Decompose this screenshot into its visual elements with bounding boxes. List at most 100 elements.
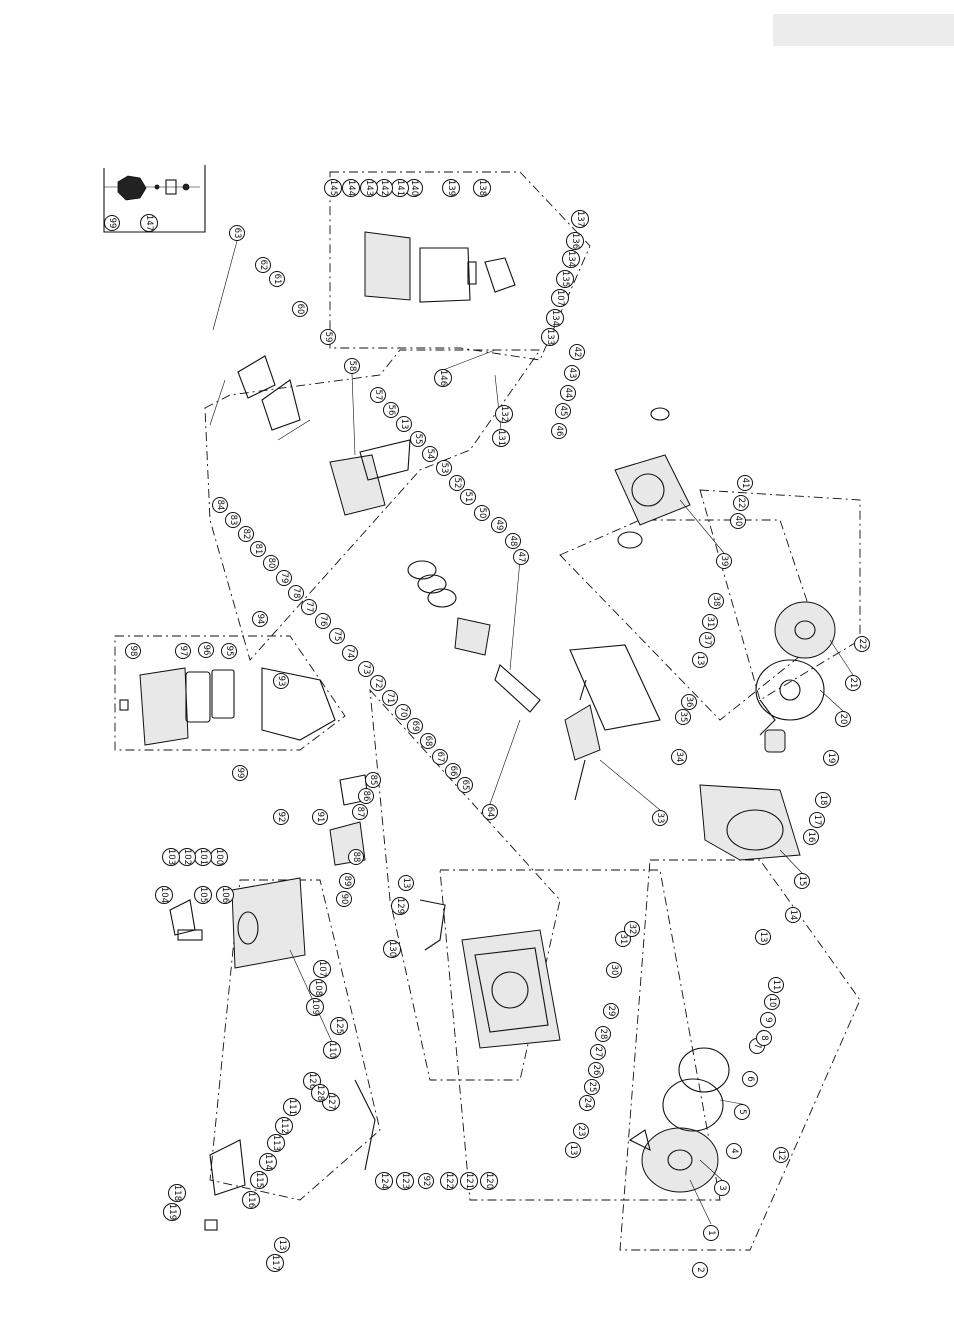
callout-134: 134 [562, 250, 580, 268]
callout-label: 109 [310, 999, 320, 1015]
callout-1: 1 [703, 1225, 719, 1241]
callout-circle [803, 829, 819, 845]
callout-label: 55 [413, 434, 423, 445]
callout-circle [348, 849, 364, 865]
callout-50: 50 [474, 505, 490, 521]
callout-circle [370, 387, 386, 403]
callout-label: 75 [332, 631, 342, 642]
callout-circle [383, 402, 399, 418]
callout-35: 35 [675, 709, 691, 725]
callout-25: 25 [584, 1079, 600, 1095]
callout-label: 13 [568, 1145, 578, 1156]
callout-label: 83 [228, 515, 238, 526]
callout-103: 103 [162, 848, 180, 866]
callout-circle [288, 585, 304, 601]
callout-76: 76 [315, 613, 331, 629]
callout-circle [311, 1084, 329, 1102]
callout-circle [273, 673, 289, 689]
callout-label: 13 [401, 878, 411, 889]
callout-label: 66 [448, 766, 458, 777]
callout-135: 135 [556, 270, 574, 288]
callout-circle [442, 179, 460, 197]
callout-label: 102 [182, 849, 192, 865]
crankcase [461, 929, 561, 1049]
callout-74: 74 [342, 645, 358, 661]
callout-label: 137 [575, 211, 585, 227]
callout-label: 61 [272, 274, 282, 285]
callout-128: 128 [311, 1084, 329, 1102]
callout-label: 89 [342, 876, 352, 887]
callout-circle [292, 301, 308, 317]
callout-circle [692, 1262, 708, 1278]
callout-83: 83 [225, 512, 241, 528]
callout-circle [410, 431, 426, 447]
callout-99: 99 [104, 215, 120, 231]
callout-10: 10 [764, 994, 780, 1010]
callout-circle [162, 848, 180, 866]
callout-129: 129 [391, 897, 409, 915]
callout-90: 90 [336, 891, 352, 907]
callout-label: 114 [263, 1154, 273, 1170]
callout-label: 47 [516, 552, 526, 563]
callout-label: 23 [576, 1126, 586, 1137]
callout-101: 101 [194, 848, 212, 866]
callout-circle [275, 1117, 293, 1135]
callout-circle [480, 1172, 498, 1190]
callout-label: 39 [719, 556, 729, 567]
callout-circle [155, 886, 173, 904]
callout-circle [407, 718, 423, 734]
callout-circle [556, 270, 574, 288]
callout-20: 20 [835, 711, 851, 727]
air-cleaner-assembly [119, 667, 336, 746]
callout-circle [273, 809, 289, 825]
callout-24: 24 [579, 1095, 595, 1111]
callout-63: 63 [229, 225, 245, 241]
callout-label: 115 [254, 1172, 264, 1188]
callout-label: 49 [494, 520, 504, 531]
callout-label: 42 [572, 347, 582, 358]
callout-109: 109 [306, 998, 324, 1016]
callout-132: 132 [495, 405, 513, 423]
callout-circle [283, 1098, 301, 1116]
callout-circle [238, 526, 254, 542]
callout-138: 138 [473, 179, 491, 197]
callout-label: 2 [695, 1267, 705, 1272]
callout-circle [474, 505, 490, 521]
callout-circle [301, 599, 317, 615]
callout-circle [221, 643, 237, 659]
callout-85: 85 [365, 772, 381, 788]
callout-circle [320, 329, 336, 345]
callout-46: 46 [551, 423, 567, 439]
callout-label: 12 [776, 1150, 786, 1161]
callout-label: 72 [373, 678, 383, 689]
callout-label: 111 [287, 1099, 297, 1115]
callout-21: 21 [845, 675, 861, 691]
callout-circle [733, 495, 749, 511]
callout-circle [168, 1184, 186, 1202]
callout-circle [396, 1172, 414, 1190]
callout-label: 74 [345, 648, 355, 659]
callout-label: 8 [759, 1035, 769, 1040]
callout-92: 92 [418, 1173, 434, 1189]
callout-label: 30 [609, 965, 619, 976]
callout-label: 58 [347, 361, 357, 372]
callout-circle [756, 1030, 772, 1046]
callout-label: 84 [215, 500, 225, 511]
callout-label: 6 [745, 1076, 755, 1081]
callout-label: 18 [818, 795, 828, 806]
callout-70: 70 [395, 704, 411, 720]
callout-124: 124 [375, 1172, 393, 1190]
callout-circle [671, 749, 687, 765]
callout-134: 134 [546, 309, 564, 327]
callout-label: 120 [484, 1173, 494, 1189]
callout-circle [579, 1095, 595, 1111]
callout-146: 146 [434, 369, 452, 387]
callout-circle [606, 962, 622, 978]
callout-label: 90 [339, 894, 349, 905]
callout-circle [569, 344, 585, 360]
callout-circle [845, 675, 861, 691]
callout-label: 96 [201, 645, 211, 656]
callout-circle [382, 690, 398, 706]
callout-label: 21 [848, 678, 858, 689]
